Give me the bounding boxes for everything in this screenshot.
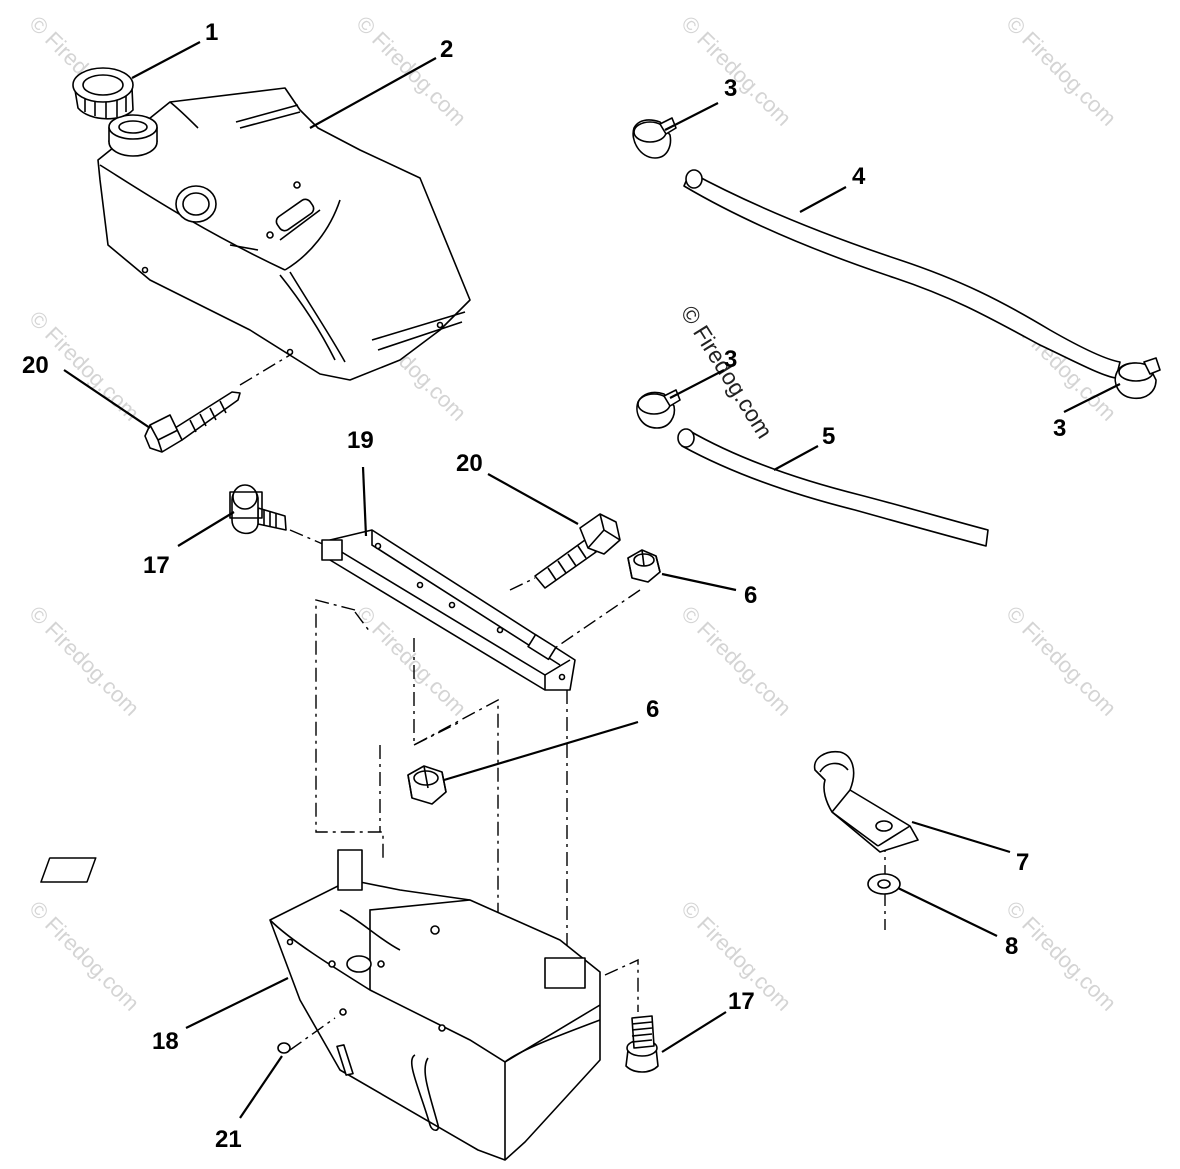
callout-21: 21 (215, 1126, 242, 1153)
watermark: © Firedog.com (1001, 11, 1121, 131)
callout-3: 3 (724, 346, 737, 373)
callout-18: 18 (152, 1028, 179, 1055)
callout-20: 20 (456, 450, 483, 477)
bracket (321, 529, 576, 691)
fuel-tank (97, 87, 471, 381)
hose-clamp-top (632, 117, 677, 159)
fuel-cap (72, 67, 134, 120)
callout-20: 20 (22, 352, 49, 379)
callout-2: 2 (440, 36, 453, 63)
callout-6: 6 (744, 582, 757, 609)
callout-3: 3 (1053, 415, 1066, 442)
callout-8: 8 (1005, 933, 1018, 960)
small-screw (277, 1017, 336, 1054)
callout-7: 7 (1016, 849, 1029, 876)
fuel-line-long (683, 169, 1121, 379)
watermark: © Firedog.com (676, 11, 796, 131)
callout-19: 19 (347, 427, 374, 454)
callout-6: 6 (646, 696, 659, 723)
callout-3: 3 (724, 75, 737, 102)
watermark: © Firedog.com (24, 896, 144, 1016)
fuel-line-short (677, 428, 989, 547)
callout-5: 5 (822, 423, 835, 450)
hex-nut-lower (407, 765, 447, 805)
callout-17: 17 (728, 988, 755, 1015)
tank-screw (144, 354, 291, 453)
pipe-clamp (813, 750, 919, 853)
washer (867, 873, 901, 895)
callout-4: 4 (852, 163, 866, 190)
bracket-screw (509, 513, 621, 591)
battery-box (40, 849, 601, 1161)
bolt-lower (625, 1015, 659, 1073)
hose-clamp-right (1114, 357, 1161, 400)
watermark: © Firedog.com (676, 601, 796, 721)
watermark: © Firedog.com (1001, 601, 1121, 721)
hex-nut-upper (627, 549, 661, 583)
leader-lines (63, 41, 1121, 1119)
callout-17: 17 (143, 552, 170, 579)
bolt-upper (229, 484, 326, 546)
watermark: © Firedog.com (1001, 896, 1121, 1016)
callout-1: 1 (205, 19, 218, 46)
watermark: © Firedog.com (24, 601, 144, 721)
callouts: 1 2 3 4 3 3 5 20 19 20 17 6 6 7 8 17 18 … (22, 19, 1066, 1153)
